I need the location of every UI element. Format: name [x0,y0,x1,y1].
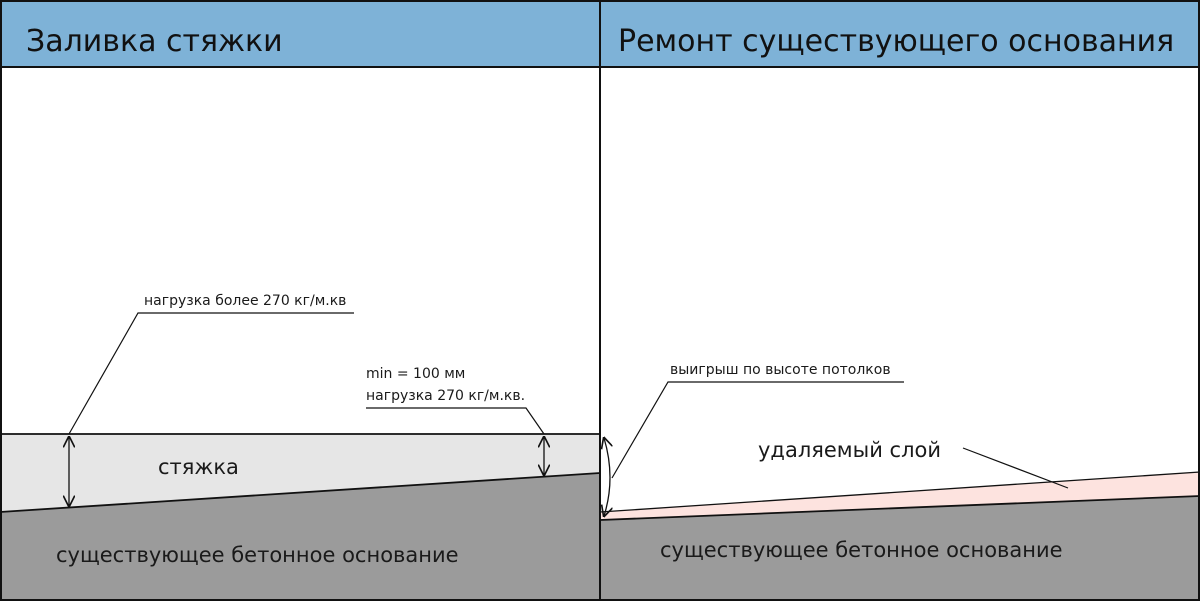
label-removed: удаляемый слой [758,438,941,462]
removed-layer-top-line [599,471,1200,513]
removed-layer [600,472,1200,520]
label-left-base: существующее бетонное основание [56,543,459,567]
gain-curved-arrow [604,438,610,516]
label-load-more: нагрузка более 270 кг/м.кв [144,293,346,309]
leader-min [366,407,545,435]
right-panel: Ремонт существующего основания выигрыш п… [599,0,1200,601]
left-title: Заливка стяжки [26,24,283,59]
right-concrete-top-line [599,495,1200,521]
label-min: min = 100 мм [366,366,465,382]
leader-load-more [68,312,354,435]
left-header-bar [0,0,601,68]
left-concrete-top-line [0,472,601,513]
label-screed: стяжка [158,455,239,479]
label-right-base: существующее бетонное основание [660,538,1063,562]
left-panel: Заливка стяжки нагрузка более 270 кг/м.к… [0,0,601,601]
label-load: нагрузка 270 кг/м.кв. [366,388,525,404]
leader-removed [962,447,1069,489]
right-concrete-base [600,496,1200,601]
right-title: Ремонт существующего основания [618,24,1174,59]
left-concrete-base [0,473,600,601]
screed-layer [0,434,600,512]
right-panel-border [599,0,1200,601]
leader-gain [611,381,904,479]
label-gain: выигрыш по высоте потолков [670,362,891,378]
